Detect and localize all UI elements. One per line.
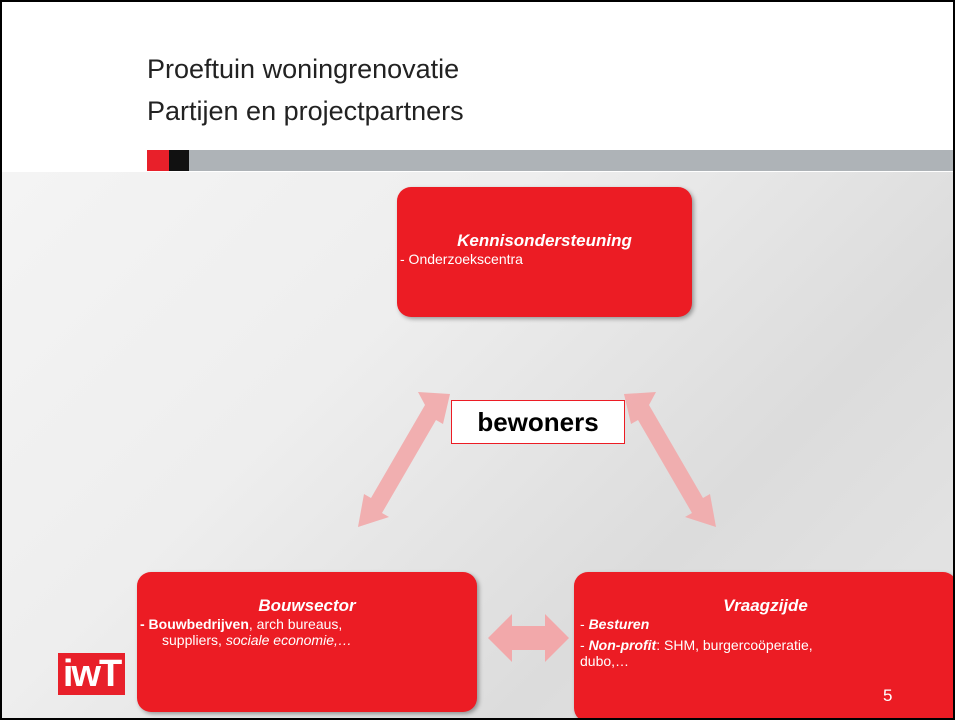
non-profit-label: Non-profit [588,637,657,653]
arrow-center-to-right [624,392,716,527]
arrow-center-to-left [358,392,450,527]
demand-side-line3: dubo,… [580,653,630,669]
construction-companies-label: - Bouwbedrijven [140,616,249,632]
residents-box: bewoners [451,400,625,444]
construction-sector-line2: suppliers, sociale economie,… [140,632,477,648]
knowledge-support-item: - Onderzoekscentra [400,251,523,267]
page-number: 5 [883,686,893,705]
demand-line1-dash: - [580,616,589,632]
construction-sector-line1: - Bouwbedrijven, arch bureaus, [140,616,477,632]
demand-side-line2: - Non-profit: SHM, burgercoöperatie, [580,637,953,653]
slide-title-line1: Proeftuin woningrenovatie [147,54,460,84]
construction-line2-plain: suppliers, [162,632,226,648]
demand-line2-rest: : SHM, burgercoöperatie, [656,637,813,653]
demand-line2-dash: - [580,637,589,653]
construction-line2-italic: sociale economie,… [225,632,352,648]
title-accent-red [147,150,169,171]
title-rule [147,150,953,171]
slide-title-line2: Partijen en projectpartners [147,96,464,126]
arrow-left-to-right [488,614,569,662]
construction-sector-heading: Bouwsector [258,596,356,615]
construction-line1-rest: , arch bureaus, [248,616,343,632]
demand-side-box: Vraagzijde - Besturen - Non-profit: SHM,… [574,572,953,718]
knowledge-support-heading: Kennisondersteuning [457,231,632,250]
title-accent-black [169,150,189,171]
knowledge-support-box: Kennisondersteuning - Onderzoekscentra [397,187,692,317]
construction-sector-box: Bouwsector - Bouwbedrijven, arch bureaus… [137,572,477,712]
iwt-logo: iwT [58,653,125,695]
boards-label: Besturen [588,616,650,632]
demand-side-heading: Vraagzijde [723,596,808,615]
demand-side-line1: - Besturen [580,616,953,632]
